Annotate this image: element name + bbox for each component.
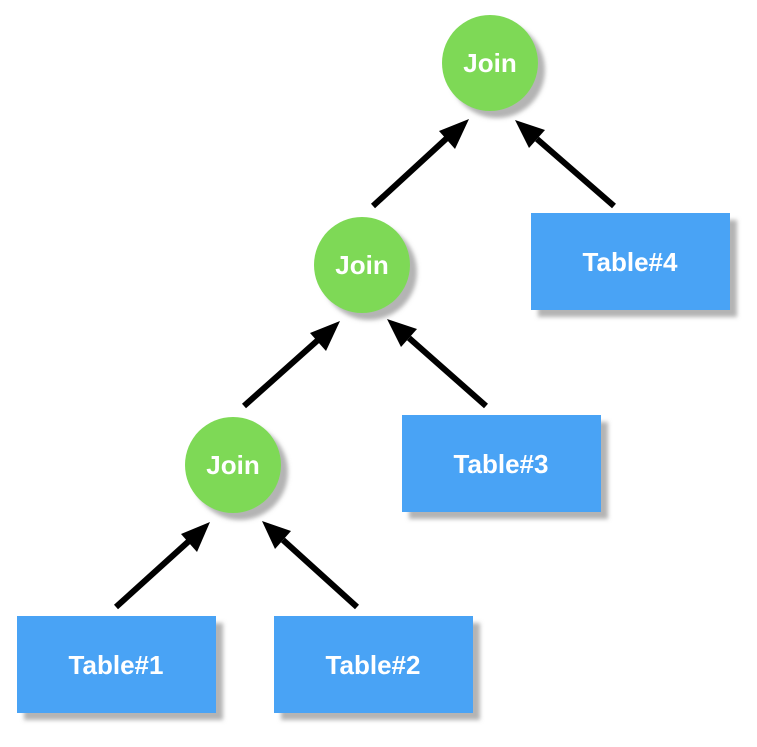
- arrow-table3-to-join-mid: [387, 319, 488, 409]
- table-node-4-label: Table#4: [583, 247, 678, 277]
- table-node-3: Table#3: [402, 415, 601, 512]
- arrow-table2-to-join-bottom: [262, 521, 360, 610]
- join-node-bottom: Join: [185, 417, 281, 513]
- table-node-2: Table#2: [274, 616, 473, 713]
- arrows-group: [113, 119, 616, 610]
- arrow-join-mid-to-join-top: [370, 119, 469, 209]
- join-node-top-label: Join: [463, 48, 516, 78]
- arrow-table1-to-join-bottom: [113, 522, 210, 610]
- table-node-4: Table#4: [531, 213, 730, 310]
- table-node-3-label: Table#3: [454, 449, 549, 479]
- table-node-1-label: Table#1: [69, 650, 164, 680]
- join-node-mid-label: Join: [335, 250, 388, 280]
- table-node-1: Table#1: [17, 616, 216, 713]
- join-node-bottom-label: Join: [206, 450, 259, 480]
- arrow-join-bottom-to-join-mid: [242, 321, 340, 409]
- join-node-mid: Join: [314, 217, 410, 313]
- arrow-table4-to-join-top: [515, 120, 616, 209]
- table-node-2-label: Table#2: [326, 650, 421, 680]
- join-node-top: Join: [442, 15, 538, 111]
